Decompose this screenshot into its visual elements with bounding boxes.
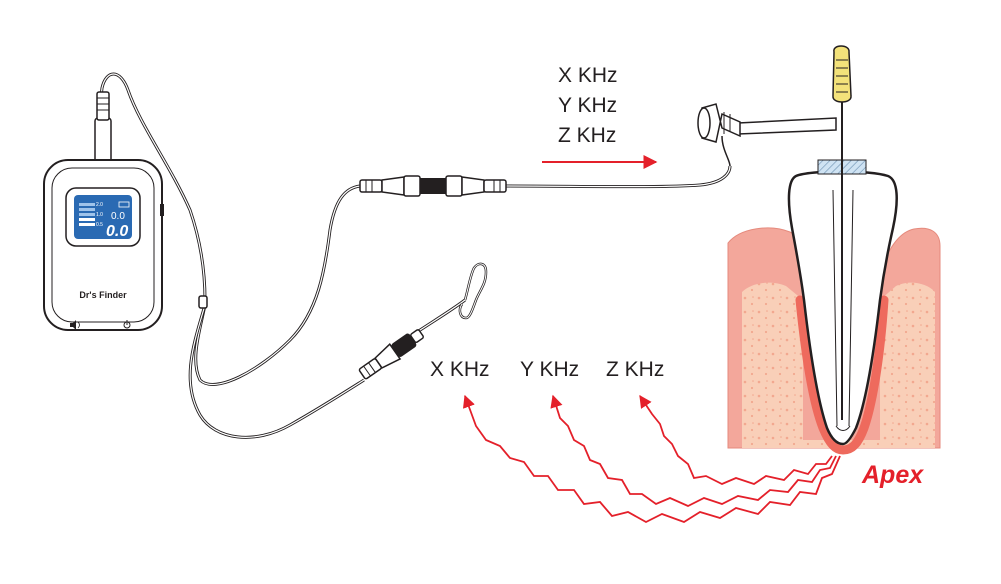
return-signal-arrows xyxy=(462,394,841,524)
apex-locator-device: 2.0 1.0 0.5 0.0 0.0 Dr's Finder xyxy=(43,159,164,331)
readout-small-2: 1.0 xyxy=(96,212,103,218)
file-clip-probe xyxy=(697,103,837,167)
periodontal-ligament xyxy=(795,295,889,455)
signal-label-bottom-z: Z KHz xyxy=(606,358,664,381)
readout-big: 0.0 xyxy=(106,223,128,240)
alveolar-bone xyxy=(742,282,935,448)
probe-cable-connector xyxy=(359,175,507,197)
power-icon xyxy=(123,320,131,329)
file-handle xyxy=(832,45,852,103)
signal-labels-bottom: X KHz Y KHz Z KHz xyxy=(430,358,664,381)
return-signal-z xyxy=(639,394,833,485)
tooth-cross-section xyxy=(727,45,941,455)
root-canal xyxy=(832,189,854,427)
return-signal-x xyxy=(462,394,841,524)
cables xyxy=(98,72,732,439)
readout-mid: 0.0 xyxy=(111,211,125,222)
lip-hook-connector xyxy=(358,329,424,380)
speaker-icon xyxy=(70,320,80,330)
signal-label-top-y: Y KHz xyxy=(558,94,617,117)
signal-label-top-z: Z KHz xyxy=(558,124,616,147)
readout-small-1: 2.0 xyxy=(96,202,103,208)
cable-splitter xyxy=(198,295,208,309)
return-signal-y xyxy=(550,394,837,507)
signal-labels-top: X KHz Y KHz Z KHz xyxy=(558,64,618,147)
apex-label: Apex xyxy=(861,461,924,489)
lip-hook xyxy=(458,262,488,320)
signal-label-bottom-x: X KHz xyxy=(430,358,490,381)
device-plug xyxy=(94,91,112,167)
signal-label-top-x: X KHz xyxy=(558,64,618,87)
readout-small-3: 0.5 xyxy=(96,222,103,228)
device-brand: Dr's Finder xyxy=(79,290,127,300)
signal-label-bottom-y: Y KHz xyxy=(520,358,579,381)
